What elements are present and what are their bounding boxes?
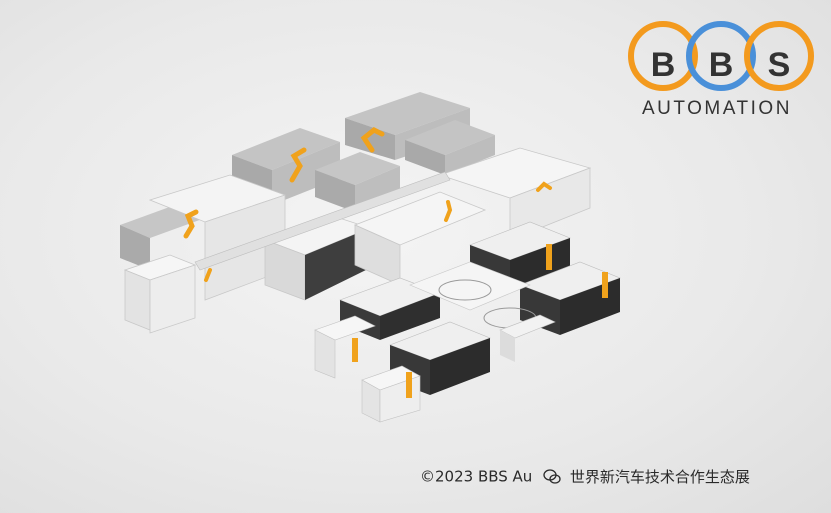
logo-rings <box>628 21 814 91</box>
footer-caption: ©2023 BBS Au 世界新汽车技术合作生态展 <box>420 466 750 488</box>
watermark-text: 世界新汽车技术合作生态展 <box>569 468 750 486</box>
logo-subtitle: AUTOMATION <box>642 98 792 119</box>
orange-robots <box>183 127 552 282</box>
logo-letter-b1: B <box>650 46 676 84</box>
white-assembly-cells <box>123 147 592 334</box>
robot-cell-center <box>409 261 556 362</box>
logo-letter-s: S <box>767 46 791 84</box>
wechat-icon <box>543 468 561 484</box>
logo-letter-b2: B <box>708 46 734 84</box>
bbs-logo: B B S AUTOMATION <box>626 20 816 120</box>
copyright-text: ©2023 BBS Au <box>420 467 533 486</box>
